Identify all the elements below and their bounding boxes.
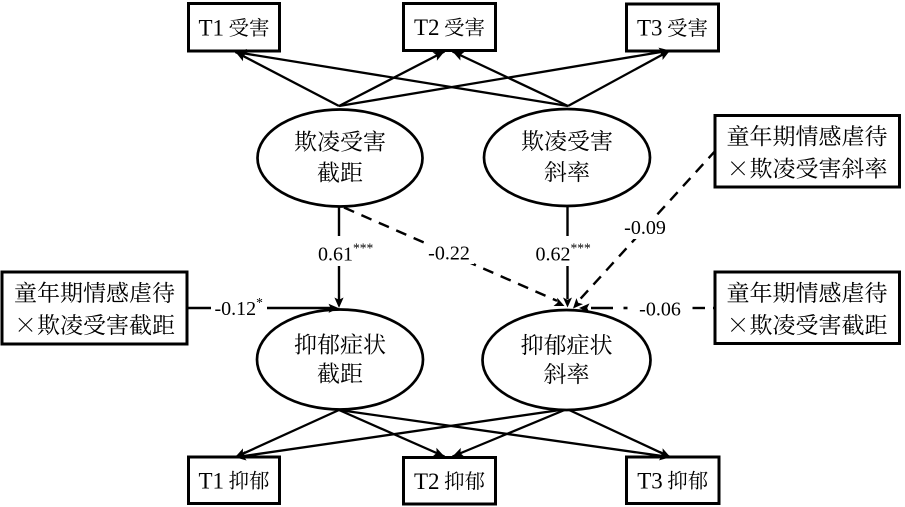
svg-text:T1: T1	[199, 468, 225, 493]
svg-text:-0.09: -0.09	[624, 217, 666, 239]
svg-text:-0.12*: -0.12*	[215, 295, 264, 320]
svg-text:T3: T3	[637, 16, 663, 41]
svg-text:0.62***: 0.62***	[536, 241, 592, 266]
svg-text:T1: T1	[199, 15, 225, 40]
svg-text:-0.22: -0.22	[428, 243, 470, 265]
svg-text:T2: T2	[414, 469, 440, 494]
svg-text:T2: T2	[414, 15, 440, 40]
svg-text:-0.06: -0.06	[639, 299, 681, 321]
svg-text:T3: T3	[637, 468, 663, 493]
